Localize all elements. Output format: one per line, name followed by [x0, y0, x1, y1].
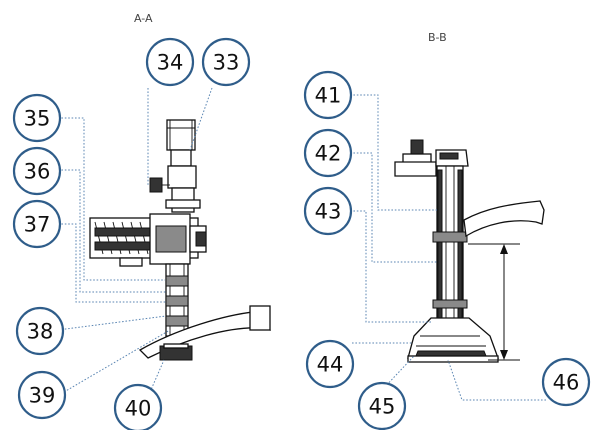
callout-37: 37 — [12, 199, 62, 249]
svg-text:36: 36 — [24, 160, 51, 184]
svg-text:34: 34 — [157, 51, 184, 75]
callout-40: 40 — [113, 383, 163, 430]
callout-38: 38 — [15, 306, 65, 356]
callout-46: 46 — [541, 357, 591, 407]
callout-34: 34 — [145, 37, 195, 87]
column-arm — [463, 200, 545, 238]
svg-text:33: 33 — [213, 51, 240, 75]
section-a-a-drawing — [89, 119, 271, 361]
svg-text:35: 35 — [24, 107, 51, 131]
valve-body — [89, 213, 207, 267]
svg-text:37: 37 — [24, 213, 51, 237]
callout-42: 42 — [303, 128, 353, 178]
callout-35: 35 — [12, 93, 62, 143]
callout-39: 39 — [17, 370, 67, 420]
svg-text:45: 45 — [369, 395, 396, 419]
svg-text:44: 44 — [317, 353, 344, 377]
column-body — [432, 165, 468, 323]
svg-text:42: 42 — [315, 142, 342, 166]
callout-45: 45 — [357, 381, 407, 430]
callout-44: 44 — [305, 339, 355, 389]
dimension-line — [468, 243, 520, 361]
svg-text:39: 39 — [29, 384, 56, 408]
callout-43: 43 — [303, 186, 353, 236]
callout-36: 36 — [12, 146, 62, 196]
callout-33: 33 — [201, 37, 251, 87]
callout-41: 41 — [303, 70, 353, 120]
spout-tube — [165, 263, 189, 343]
svg-text:41: 41 — [315, 84, 342, 108]
section-b-b-drawing — [394, 139, 545, 363]
svg-text:40: 40 — [125, 397, 152, 421]
svg-text:38: 38 — [27, 320, 54, 344]
svg-text:46: 46 — [553, 371, 580, 395]
section-title-a-a: A-A — [134, 12, 153, 25]
section-title-b-b: B-B — [428, 31, 447, 44]
svg-text:43: 43 — [315, 200, 342, 224]
